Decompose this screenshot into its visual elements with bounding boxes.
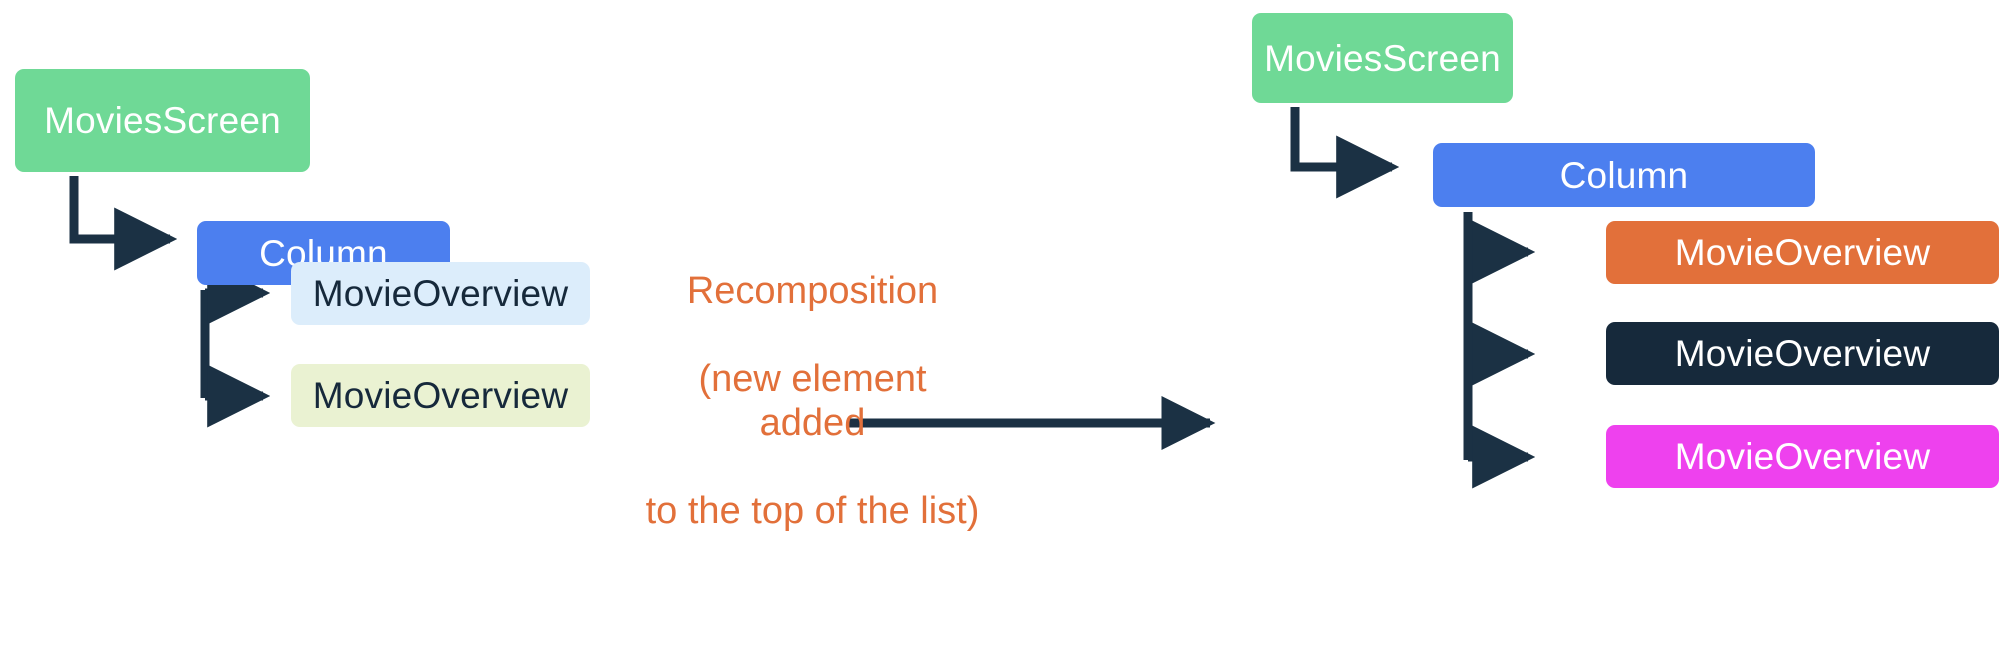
caption-line-1: Recomposition [686,270,939,313]
node-label: Column [1559,154,1689,196]
node-label: MovieOverview [1674,333,1931,374]
node-movie-overview-after-1[interactable]: MovieOverview [1606,221,1999,284]
node-movie-overview-after-2[interactable]: MovieOverview [1606,322,1999,385]
node-label: MoviesScreen [1264,37,1501,79]
node-label: MovieOverview [1674,232,1931,273]
node-label: MovieOverview [312,273,569,314]
node-label: MoviesScreen [44,100,281,141]
connector-left-screen-to-column [69,176,178,271]
caption-line-3: to the top of the list) [645,490,980,533]
node-label: MovieOverview [312,375,569,416]
node-movies-screen-before[interactable]: MoviesScreen [15,69,310,172]
node-movie-overview-before-2[interactable]: MovieOverview [291,364,590,427]
node-movie-overview-after-3[interactable]: MovieOverview [1606,425,1999,488]
node-label: MovieOverview [1674,436,1931,477]
node-movie-overview-before-1[interactable]: MovieOverview [291,262,590,325]
node-movies-screen-after[interactable]: MoviesScreen [1252,13,1513,103]
recomposition-caption: Recomposition (new element added to the … [645,225,980,578]
node-column-after[interactable]: Column [1433,143,1815,207]
caption-line-2: (new element added [698,358,927,445]
connector-right-screen-to-column [1290,107,1400,199]
